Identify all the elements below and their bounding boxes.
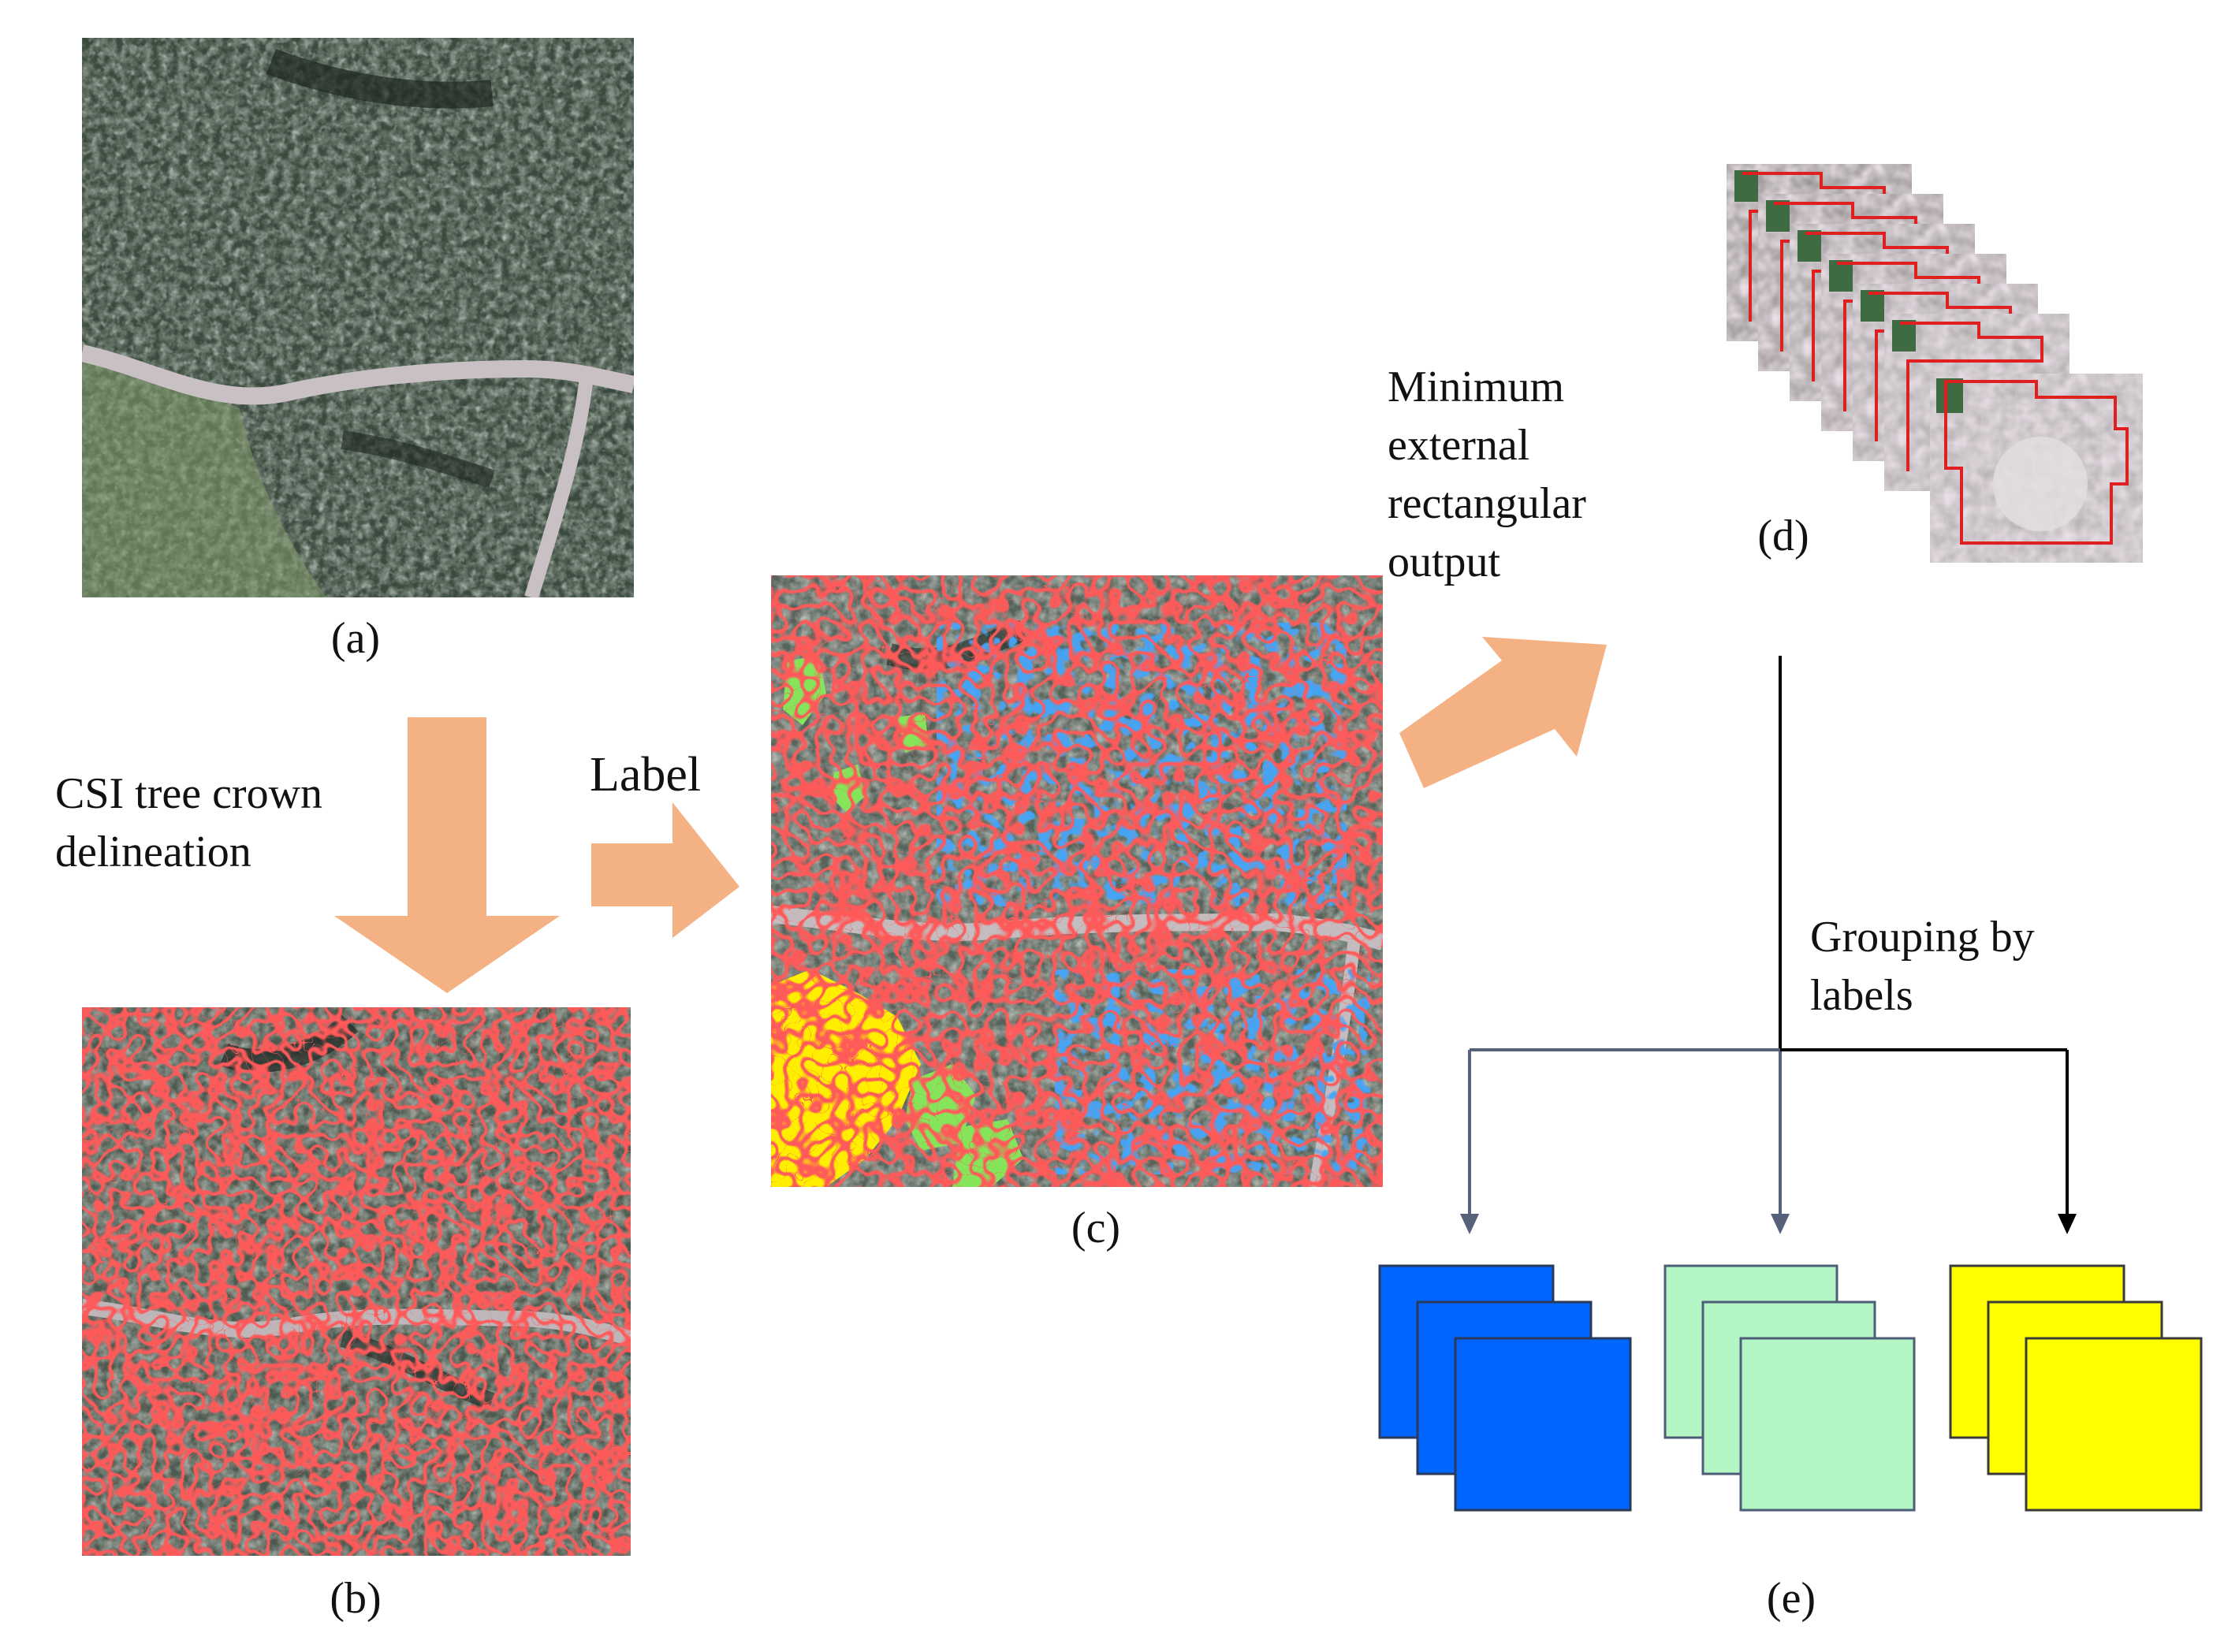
caption-e: (e) [1712, 1573, 1870, 1624]
class-stack-blue [1380, 1266, 1630, 1510]
class-stack-yellow [1950, 1266, 2201, 1510]
class-stack-green [1665, 1266, 1914, 1510]
